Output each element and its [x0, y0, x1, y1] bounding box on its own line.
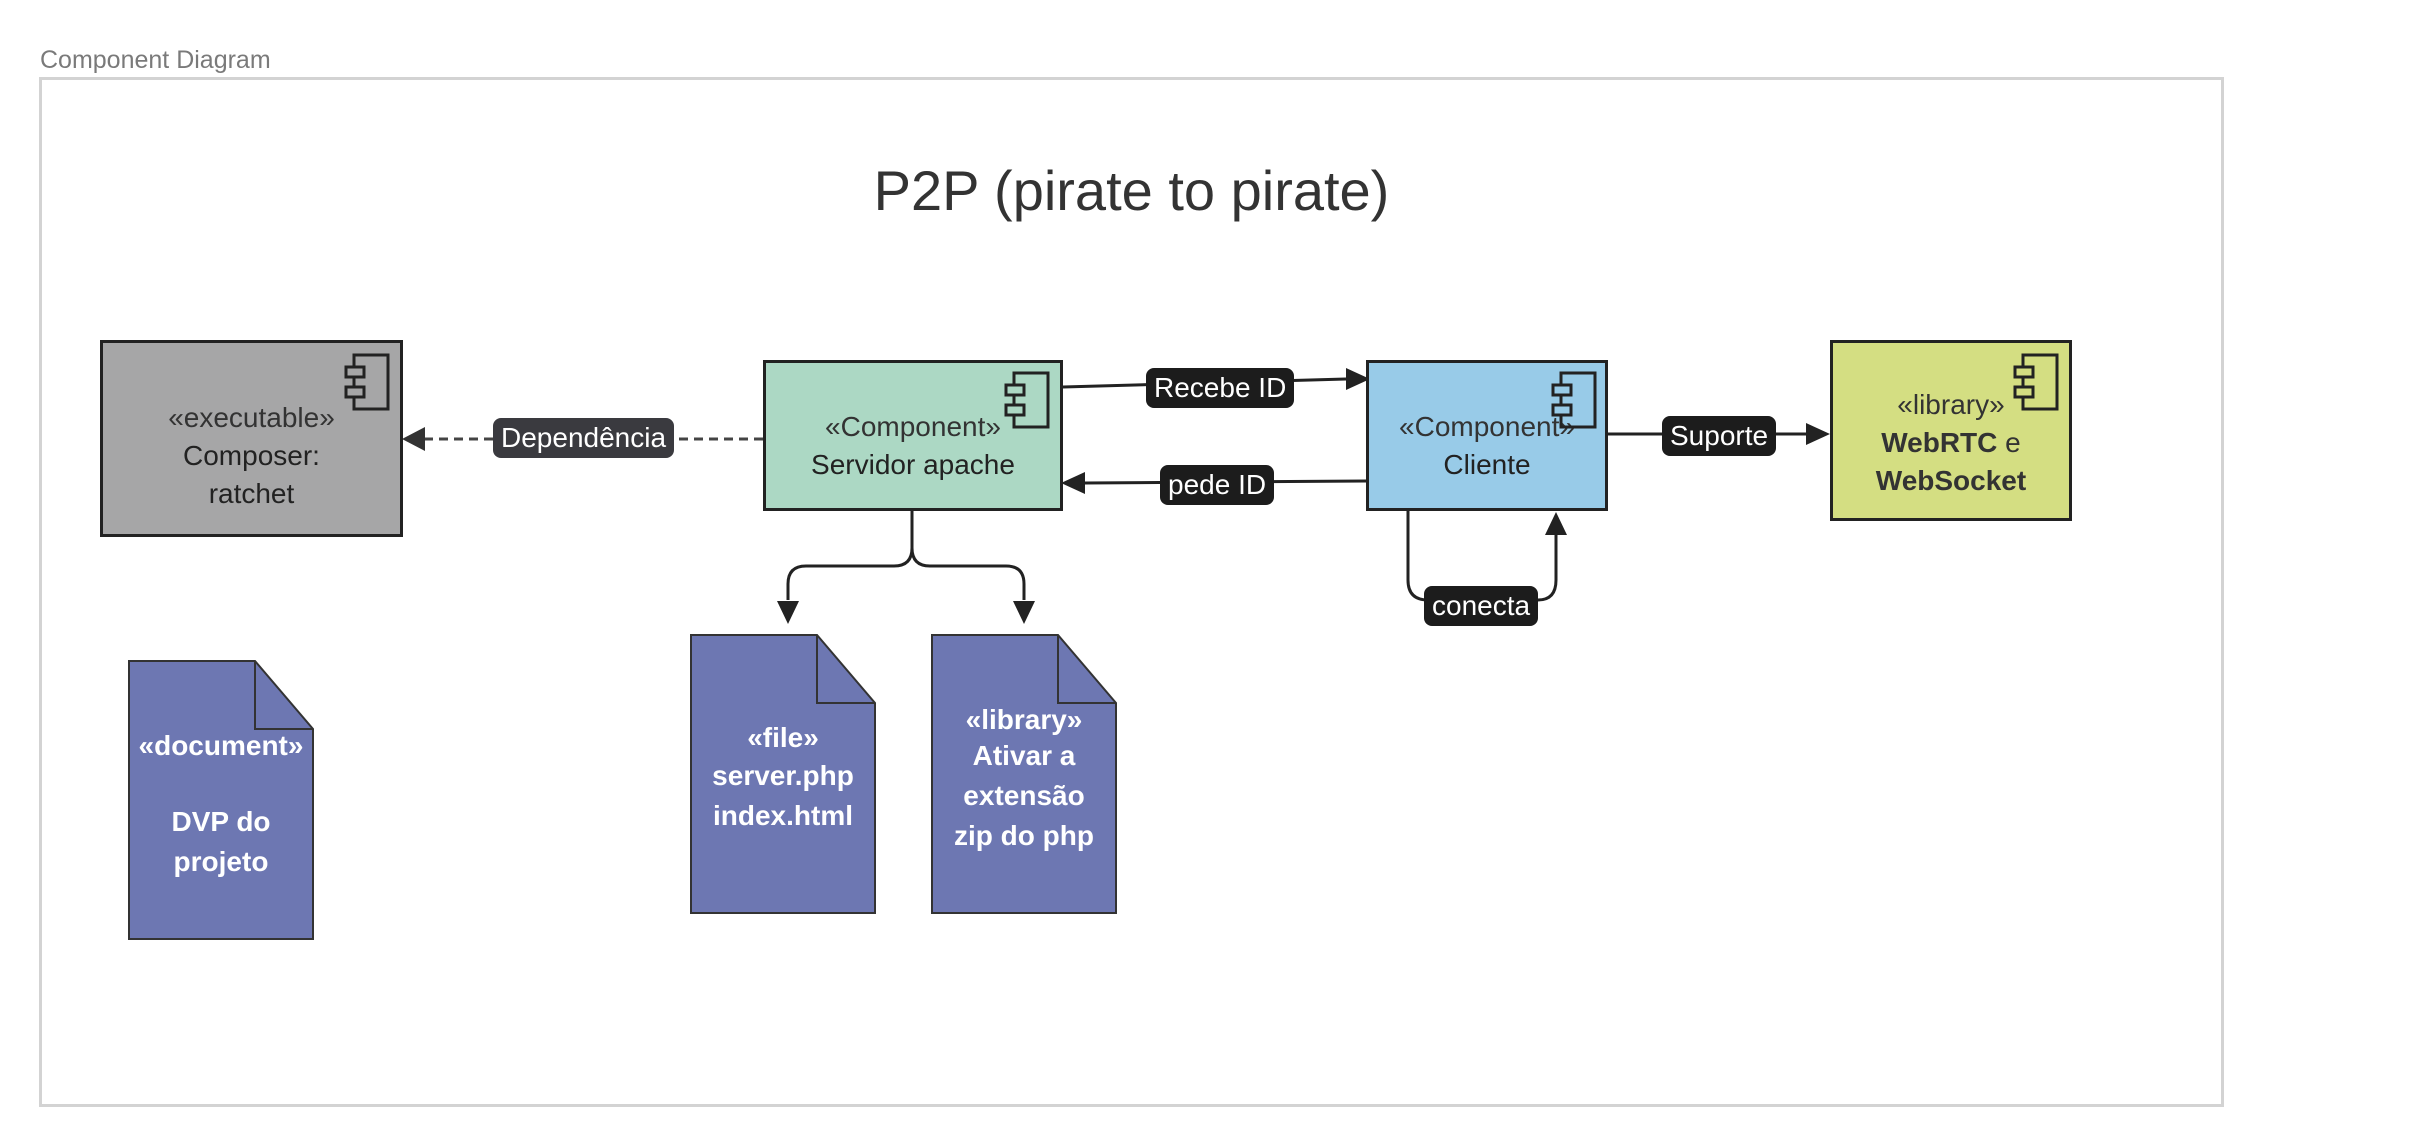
frame-label: Component Diagram — [40, 46, 271, 74]
label-conecta: conecta — [1424, 586, 1539, 626]
executable-stereotype: «executable» — [168, 401, 335, 433]
label-suporte: Suporte — [1662, 416, 1777, 456]
document-dvp-line3: projeto — [173, 846, 269, 877]
document-file[interactable]: «file» server.php index.html — [690, 634, 876, 914]
executable-name-line2: ratchet — [208, 477, 295, 509]
component-library-webrtc[interactable]: «library» WebRTC e WebSocket — [1830, 340, 2072, 521]
cliente-name: Cliente — [1443, 448, 1531, 480]
component-cliente[interactable]: «Component» Cliente — [1366, 360, 1608, 511]
document-dvp[interactable]: «document» DVP do projeto — [128, 660, 314, 940]
document-file-line3: index.html — [712, 800, 853, 831]
document-libzip-line4: zip do php — [954, 820, 1094, 851]
diagram-title: P2P (pirate to pirate) — [873, 159, 1390, 222]
component-icon — [344, 353, 390, 411]
component-icon — [2013, 353, 2059, 411]
cliente-stereotype: «Component» — [1399, 410, 1575, 442]
component-icon — [1004, 371, 1050, 429]
servidor-stereotype: «Component» — [825, 410, 1001, 442]
component-icon — [1551, 371, 1597, 429]
component-executable[interactable]: «executable» Composer: ratchet — [100, 340, 403, 537]
diagram-frame — [39, 77, 2224, 1107]
label-recebe-id: Recebe ID — [1146, 368, 1295, 408]
document-file-stereotype: «file» — [747, 722, 819, 753]
document-icon — [931, 634, 1117, 914]
servidor-name: Servidor apache — [811, 448, 1015, 480]
document-libzip-line3: extensão — [963, 780, 1085, 811]
edge-servidor-files — [777, 511, 1035, 624]
library-stereotype: «library» — [1897, 388, 2005, 420]
library-name-websocket: WebSocket — [1875, 464, 2027, 496]
library-name-webrtc: WebRTC — [1881, 426, 1998, 458]
document-icon — [690, 634, 876, 914]
document-library-zip[interactable]: «library» Ativar a extensão zip do php — [931, 634, 1117, 914]
document-libzip-line2: Ativar a — [972, 740, 1076, 771]
document-libzip-stereotype: «library» — [965, 704, 1083, 735]
library-name-separator: e — [1997, 426, 2021, 458]
component-servidor-apache[interactable]: «Component» Servidor apache — [763, 360, 1063, 511]
executable-name-line1: Composer: — [183, 439, 320, 471]
document-dvp-stereotype: «document» — [138, 730, 304, 761]
document-icon — [128, 660, 314, 940]
label-dependencia: Dependência — [493, 418, 675, 458]
document-file-line2: server.php — [712, 760, 854, 791]
label-pede-id: pede ID — [1160, 465, 1275, 505]
document-dvp-line2: DVP do — [171, 806, 271, 837]
